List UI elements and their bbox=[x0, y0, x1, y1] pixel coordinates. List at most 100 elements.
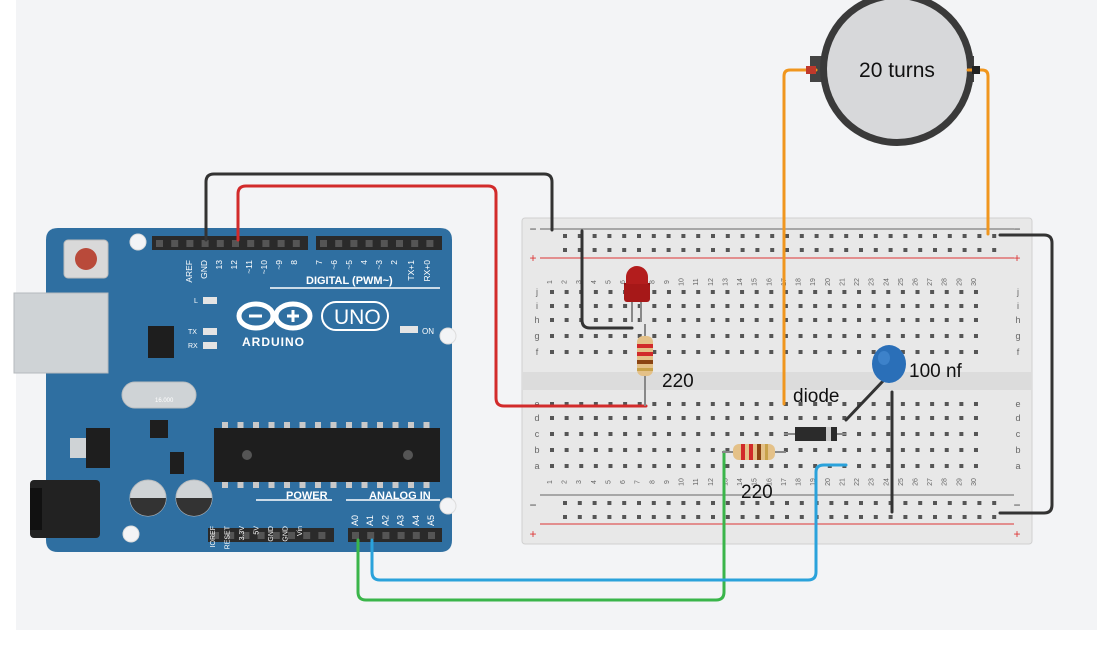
rail-hole bbox=[903, 515, 908, 519]
crystal bbox=[121, 381, 197, 409]
header-pin bbox=[277, 240, 285, 247]
digital-pin-label: ~3 bbox=[374, 260, 384, 270]
breadboard-hole bbox=[593, 432, 598, 436]
breadboard-hole bbox=[959, 334, 964, 338]
arduino-logo-icon bbox=[236, 301, 313, 331]
chip-leg bbox=[377, 482, 383, 488]
column-number-bottom: 8 bbox=[649, 480, 656, 484]
rail-hole bbox=[903, 248, 908, 252]
uno-text: UNO bbox=[334, 306, 381, 329]
rail-minus-label: − bbox=[1013, 222, 1020, 236]
column-number-top: 16 bbox=[766, 278, 773, 286]
column-number-top: 23 bbox=[869, 278, 876, 286]
breadboard-hole bbox=[710, 350, 715, 354]
rail-hole bbox=[785, 501, 789, 505]
breadboard-hole bbox=[900, 290, 905, 294]
breadboard-hole bbox=[915, 432, 920, 436]
row-letter-left: g bbox=[534, 331, 539, 341]
breadboard-hole bbox=[681, 416, 686, 420]
rail-minus-label: − bbox=[529, 222, 536, 236]
column-number-bottom: 27 bbox=[927, 478, 934, 486]
rail-hole bbox=[977, 248, 982, 252]
analog-pin-label: A4 bbox=[411, 515, 421, 526]
breadboard-hole bbox=[813, 350, 818, 354]
analog-pin-label: A2 bbox=[380, 515, 390, 526]
breadboard-hole bbox=[710, 432, 715, 436]
rail-hole bbox=[785, 248, 789, 252]
column-number-bottom: 10 bbox=[679, 478, 686, 486]
breadboard-hole bbox=[652, 402, 657, 406]
rail-hole bbox=[696, 501, 701, 505]
row-letter-left: d bbox=[534, 413, 539, 423]
rail-hole bbox=[755, 234, 760, 238]
coil-component: 20 turns bbox=[810, 0, 974, 146]
breadboard-hole bbox=[798, 304, 803, 308]
breadboard-hole bbox=[900, 464, 905, 468]
chip-leg bbox=[315, 422, 321, 428]
analog-pin-label: A3 bbox=[396, 515, 406, 526]
breadboard-hole bbox=[827, 304, 832, 308]
wire-end-caps bbox=[806, 66, 980, 74]
column-number-top: 21 bbox=[839, 278, 846, 286]
rail-hole bbox=[799, 234, 804, 238]
breadboard-hole bbox=[798, 464, 803, 468]
breadboard-hole bbox=[915, 448, 920, 452]
wire-coil-left bbox=[782, 68, 818, 406]
breadboard-hole bbox=[652, 416, 657, 420]
chip-leg bbox=[330, 482, 337, 488]
header-pin bbox=[350, 240, 358, 247]
column-number-bottom: 13 bbox=[722, 478, 729, 486]
breadboard-hole bbox=[973, 350, 978, 354]
rail-minus-label: − bbox=[529, 498, 536, 512]
breadboard-hole bbox=[783, 464, 788, 468]
column-number-top: 28 bbox=[942, 278, 949, 286]
ceramic-capacitor bbox=[872, 345, 906, 383]
rail-hole bbox=[637, 501, 641, 505]
breadboard-hole bbox=[725, 402, 730, 406]
breadboard-hole bbox=[696, 416, 701, 420]
small-chip bbox=[170, 452, 184, 474]
rail-hole bbox=[696, 248, 701, 252]
digital-pin-label: GND bbox=[199, 260, 209, 279]
reset-button-cap bbox=[75, 248, 97, 270]
row-letter-left: h bbox=[534, 315, 539, 325]
breadboard-hole bbox=[725, 432, 730, 436]
breadboard-hole bbox=[579, 448, 584, 452]
rail-hole bbox=[918, 515, 923, 519]
row-letter-left: i bbox=[536, 301, 538, 311]
breadboard-hole bbox=[564, 402, 569, 406]
rail-hole bbox=[918, 501, 923, 505]
breadboard-hole bbox=[886, 432, 891, 436]
column-number-top: 19 bbox=[810, 278, 817, 286]
header-pin bbox=[272, 532, 280, 539]
breadboard-hole bbox=[842, 334, 847, 338]
breadboard-hole bbox=[696, 402, 701, 406]
breadboard-center-channel bbox=[522, 372, 1032, 390]
chip-leg bbox=[222, 422, 228, 428]
column-number-bottom: 20 bbox=[825, 478, 832, 486]
breadboard-hole bbox=[608, 402, 613, 406]
chip-leg bbox=[392, 482, 399, 488]
breadboard-hole bbox=[710, 304, 715, 308]
rail-hole bbox=[666, 501, 671, 505]
breadboard-hole bbox=[930, 334, 935, 338]
breadboard-hole bbox=[944, 290, 949, 294]
breadboard-hole bbox=[652, 448, 657, 452]
breadboard-hole bbox=[696, 304, 701, 308]
breadboard-hole bbox=[666, 290, 671, 294]
breadboard-hole bbox=[930, 432, 935, 436]
breadboard-hole bbox=[579, 350, 584, 354]
rail-hole bbox=[799, 501, 804, 505]
header-pin bbox=[303, 532, 311, 539]
breadboard-hole bbox=[886, 416, 891, 420]
rail-hole bbox=[814, 234, 819, 238]
breadboard-hole bbox=[857, 402, 862, 406]
column-number-top: 25 bbox=[898, 278, 905, 286]
breadboard-hole bbox=[564, 334, 569, 338]
breadboard-hole bbox=[666, 448, 671, 452]
board-capacitor-band bbox=[130, 498, 166, 516]
rail-hole bbox=[711, 501, 715, 505]
arduino-uno-board: DIGITAL (PWM~) ARDUINO UNO ON POWER ANAL… bbox=[13, 228, 457, 552]
breadboard-hole bbox=[593, 318, 598, 322]
